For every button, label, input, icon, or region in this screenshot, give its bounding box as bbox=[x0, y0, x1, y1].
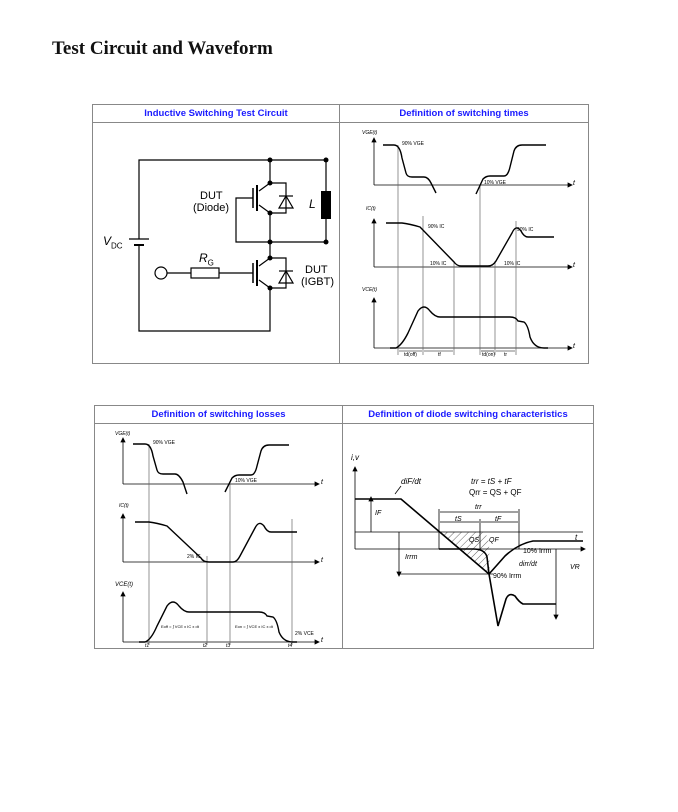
column-divider bbox=[342, 406, 343, 648]
dut-diode-sub-label: (Diode) bbox=[193, 202, 230, 214]
vce-2-label: 2% VCE bbox=[295, 631, 314, 637]
top-figure-table: Inductive Switching Test Circuit bbox=[92, 104, 589, 364]
t3-label: t3 bbox=[226, 643, 231, 649]
ic-10-label-b: 10% IC bbox=[504, 261, 521, 267]
panel-switching-losses: Definition of switching losses bbox=[95, 406, 342, 649]
panel-inductive-circuit: Inductive Switching Test Circuit bbox=[93, 105, 339, 363]
inductor-label: L bbox=[309, 197, 316, 211]
circuit-diagram: DUT (Diode) DUT (IGBT) L VDC RG bbox=[93, 123, 339, 363]
vge-10-label: 10% VGE bbox=[235, 478, 257, 484]
eon-formula: Eon = ∫ VCE x IC x dt bbox=[235, 624, 273, 629]
switching-losses-waveforms bbox=[120, 437, 320, 645]
panel-title: Definition of diode switching characteri… bbox=[343, 406, 593, 424]
ic-2-label: 2% IC bbox=[187, 554, 201, 560]
qrr-equation: Qrr = QS + QF bbox=[469, 488, 522, 497]
inductor-icon bbox=[321, 191, 331, 219]
tf-label: tF bbox=[495, 516, 502, 523]
qf-label: QF bbox=[489, 537, 499, 544]
vr-label: VR bbox=[570, 564, 580, 571]
irrm-label: Irrm bbox=[405, 554, 418, 561]
if-label: IF bbox=[375, 510, 382, 517]
vce-axis-label: VCE(t) bbox=[115, 582, 133, 588]
panel-diode-characteristics: Definition of diode switching characteri… bbox=[343, 406, 593, 648]
vdc-subscript: DC bbox=[111, 241, 123, 251]
eoff-formula: Eoff = ∫ VCE x IC x dt bbox=[161, 624, 199, 629]
switching-times-diagram: VGE(t) 90% VGE 10% VGE t IC(t) 90% IC 90… bbox=[340, 123, 588, 363]
irrm-10-label: 10% Irrm bbox=[523, 548, 552, 555]
dut-igbt-sub-label: (IGBT) bbox=[301, 276, 334, 288]
dif-dt-label: diF/dt bbox=[401, 477, 422, 486]
t-axis-label-2: t bbox=[573, 262, 575, 269]
vge-axis-label: VGE(t) bbox=[115, 431, 131, 437]
vce-axis-label: VCE(t) bbox=[362, 287, 377, 293]
tr-label: tr bbox=[504, 352, 508, 358]
t-axis-label-3: t bbox=[321, 637, 323, 644]
dirr-dt-label: dirr/dt bbox=[519, 561, 537, 568]
t-axis-label-1: t bbox=[573, 180, 575, 187]
vge-90-label: 90% VGE bbox=[402, 141, 424, 147]
rg-label: RG bbox=[199, 251, 214, 267]
column-divider bbox=[339, 105, 340, 363]
circuit-schematic bbox=[129, 157, 331, 332]
switching-losses-diagram: VGE(t) 90% VGE 10% VGE t IC(t) 2% IC t V… bbox=[95, 424, 342, 649]
t-axis-label: t bbox=[575, 533, 578, 542]
t2-label: t2 bbox=[203, 643, 208, 649]
ic-10-label-a: 10% IC bbox=[430, 261, 447, 267]
panel-switching-times: Definition of switching times bbox=[340, 105, 588, 363]
trr-equation: trr = tS + tF bbox=[471, 477, 512, 486]
switching-times-waveforms bbox=[371, 137, 573, 355]
t-axis-label-1: t bbox=[321, 479, 323, 486]
dut-igbt-label: DUT bbox=[305, 264, 328, 276]
bottom-figure-table: Definition of switching losses bbox=[94, 405, 594, 649]
page-title: Test Circuit and Waveform bbox=[52, 38, 273, 59]
vge-10-label: 10% VGE bbox=[484, 180, 506, 186]
tf-label: tf bbox=[438, 352, 441, 358]
ic-90-label-b: 90% IC bbox=[517, 227, 534, 233]
diode-waveforms bbox=[352, 466, 586, 627]
t-axis-label-2: t bbox=[321, 557, 323, 564]
iv-axis-label: i,v bbox=[351, 453, 359, 462]
ts-label: tS bbox=[455, 516, 462, 523]
vdc-label: VDC bbox=[103, 234, 123, 250]
ic-axis-label: IC(t) bbox=[119, 503, 129, 509]
diode-diagram: i,v diF/dt trr = tS + tF Qrr = QS + QF t… bbox=[343, 424, 593, 648]
vge-90-label: 90% VGE bbox=[153, 440, 175, 446]
t4-label: t4 bbox=[288, 643, 293, 649]
vdc-symbol: V bbox=[103, 234, 112, 248]
t1-label: t1 bbox=[145, 643, 150, 649]
qs-label: QS bbox=[469, 537, 480, 544]
ic-90-label-a: 90% IC bbox=[428, 224, 445, 230]
panel-title: Definition of switching losses bbox=[95, 406, 342, 424]
td-off-label: td(off) bbox=[404, 352, 417, 358]
t-axis-label-3: t bbox=[573, 343, 575, 350]
irrm-90-label: 90% Irrm bbox=[493, 573, 522, 580]
rg-subscript: G bbox=[207, 258, 214, 268]
panel-title: Definition of switching times bbox=[340, 105, 588, 123]
ic-axis-label: IC(t) bbox=[366, 206, 376, 212]
panel-title: Inductive Switching Test Circuit bbox=[93, 105, 339, 123]
vge-axis-label: VGE(t) bbox=[362, 130, 378, 136]
dut-diode-label: DUT bbox=[200, 190, 223, 202]
trr-label: trr bbox=[475, 504, 482, 511]
rg-symbol: R bbox=[199, 251, 208, 265]
td-on-label: td(on) bbox=[482, 352, 496, 358]
